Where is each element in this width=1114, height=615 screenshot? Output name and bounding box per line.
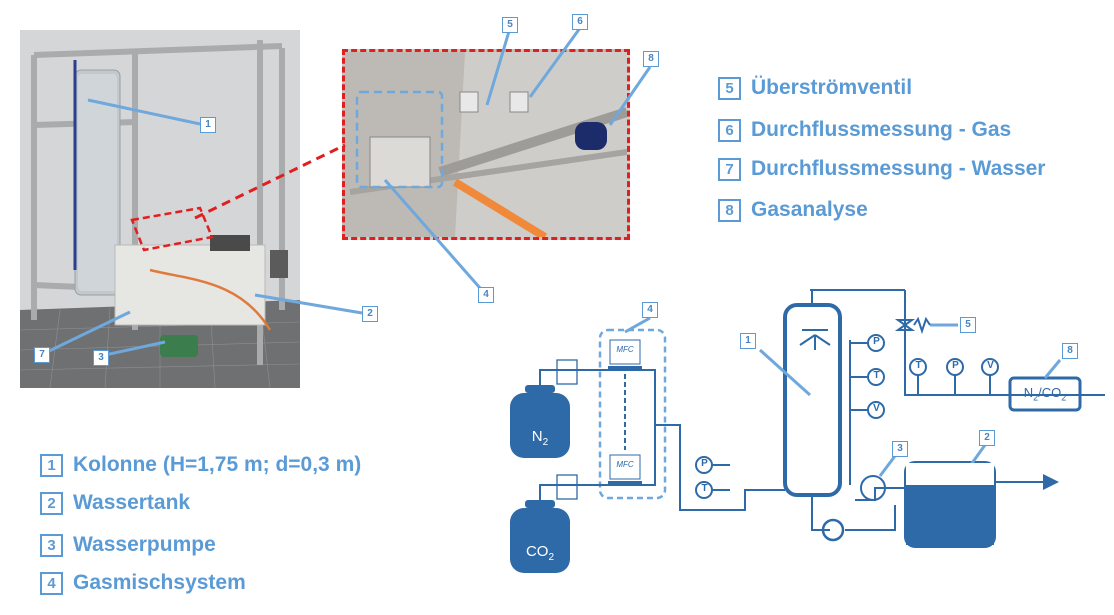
spring-icon xyxy=(913,316,931,335)
gas-mixing-detail-photo xyxy=(342,49,630,240)
tag-6-photo: 6 xyxy=(572,14,588,30)
legend-item-5: 5 Überströmventil xyxy=(718,76,912,100)
legend-item-6: 6 Durchflussmessung - Gas xyxy=(718,118,1011,142)
temperature-sensor-gasin-icon xyxy=(695,481,713,499)
sensor-label: V xyxy=(987,360,994,371)
sensor-label: P xyxy=(873,336,880,347)
legend-label: Wasserpumpe xyxy=(73,533,216,556)
volume-sensor-gasout-icon xyxy=(981,358,999,376)
legend-number: 7 xyxy=(718,157,741,181)
tag-4-schematic: 4 xyxy=(642,302,658,318)
legend-number: 5 xyxy=(718,76,741,100)
legend-label: Überströmventil xyxy=(751,76,913,99)
legend-number: 4 xyxy=(40,571,63,595)
legend-label: Gasanalyse xyxy=(751,198,868,221)
test-rig-illustration xyxy=(20,30,300,388)
co2-cylinder xyxy=(510,500,570,573)
legend-label: Gasmischsystem xyxy=(73,571,246,594)
n2-cylinder xyxy=(510,385,570,458)
legend-number: 2 xyxy=(40,491,63,515)
legend-number: 3 xyxy=(40,533,63,557)
gas-mixing-detail-illustration xyxy=(345,52,627,237)
tag-8-photo: 8 xyxy=(643,51,659,67)
process-schematic xyxy=(539,289,1105,548)
pressure-sensor-gasin-icon xyxy=(695,456,713,474)
temperature-sensor-gasout-icon xyxy=(909,358,927,376)
tag-4-photo: 4 xyxy=(478,287,494,303)
legend-number: 8 xyxy=(718,198,741,222)
sensor-label: T xyxy=(701,483,708,494)
legend-number: 1 xyxy=(40,453,63,477)
tag-8-schematic: 8 xyxy=(1062,343,1078,359)
pressure-sensor-column-icon xyxy=(867,334,885,352)
gas-analyzer-label: N2/CO2 xyxy=(1023,385,1067,403)
mfc-label: MFC xyxy=(616,345,634,354)
sensor-label: T xyxy=(873,370,880,381)
legend-item-4: 4 Gasmischsystem xyxy=(40,571,246,595)
photo-leader-lines xyxy=(46,27,652,357)
pressure-sensor-gasout-icon xyxy=(946,358,964,376)
tag-1-schematic: 1 xyxy=(740,333,756,349)
tag-1-photo: 1 xyxy=(200,117,216,133)
temperature-sensor-column-icon xyxy=(867,368,885,386)
tag-3-photo: 3 xyxy=(93,350,109,366)
tank-water xyxy=(906,485,994,545)
tag-5-schematic: 5 xyxy=(960,317,976,333)
tag-7-photo: 7 xyxy=(34,347,50,363)
sensor-label: P xyxy=(701,458,708,469)
tag-3-schematic: 3 xyxy=(892,441,908,457)
tag-2-schematic: 2 xyxy=(979,430,995,446)
legend-label: Durchflussmessung - Wasser xyxy=(751,157,1046,180)
tank-headspace xyxy=(906,463,994,485)
sensor-label: T xyxy=(915,360,922,371)
mfc-label: MFC xyxy=(616,460,634,469)
tag-2-photo: 2 xyxy=(362,306,378,322)
legend-label: Durchflussmessung - Gas xyxy=(751,118,1012,141)
zoom-connector-line xyxy=(194,143,346,220)
legend-item-1: 1 Kolonne (H=1,75 m; d=0,3 m) xyxy=(40,453,361,477)
volume-sensor-column-icon xyxy=(867,401,885,419)
legend-item-3: 3 Wasserpumpe xyxy=(40,533,216,557)
sensor-label: V xyxy=(873,403,880,414)
n2-cylinder-label: N2 xyxy=(531,428,549,448)
legend-item-8: 8 Gasanalyse xyxy=(718,198,868,222)
overflow-valve-icon xyxy=(894,319,916,331)
sensor-label: P xyxy=(952,360,959,371)
legend-item-7: 7 Durchflussmessung - Wasser xyxy=(718,157,1045,181)
co2-cylinder-label: CO2 xyxy=(525,543,555,563)
legend-number: 6 xyxy=(718,118,741,142)
legend-item-2: 2 Wassertank xyxy=(40,491,190,515)
tag-5-photo: 5 xyxy=(502,17,518,33)
test-rig-photo xyxy=(20,30,300,388)
legend-label: Wassertank xyxy=(73,491,191,514)
legend-label: Kolonne (H=1,75 m; d=0,3 m) xyxy=(73,453,362,476)
